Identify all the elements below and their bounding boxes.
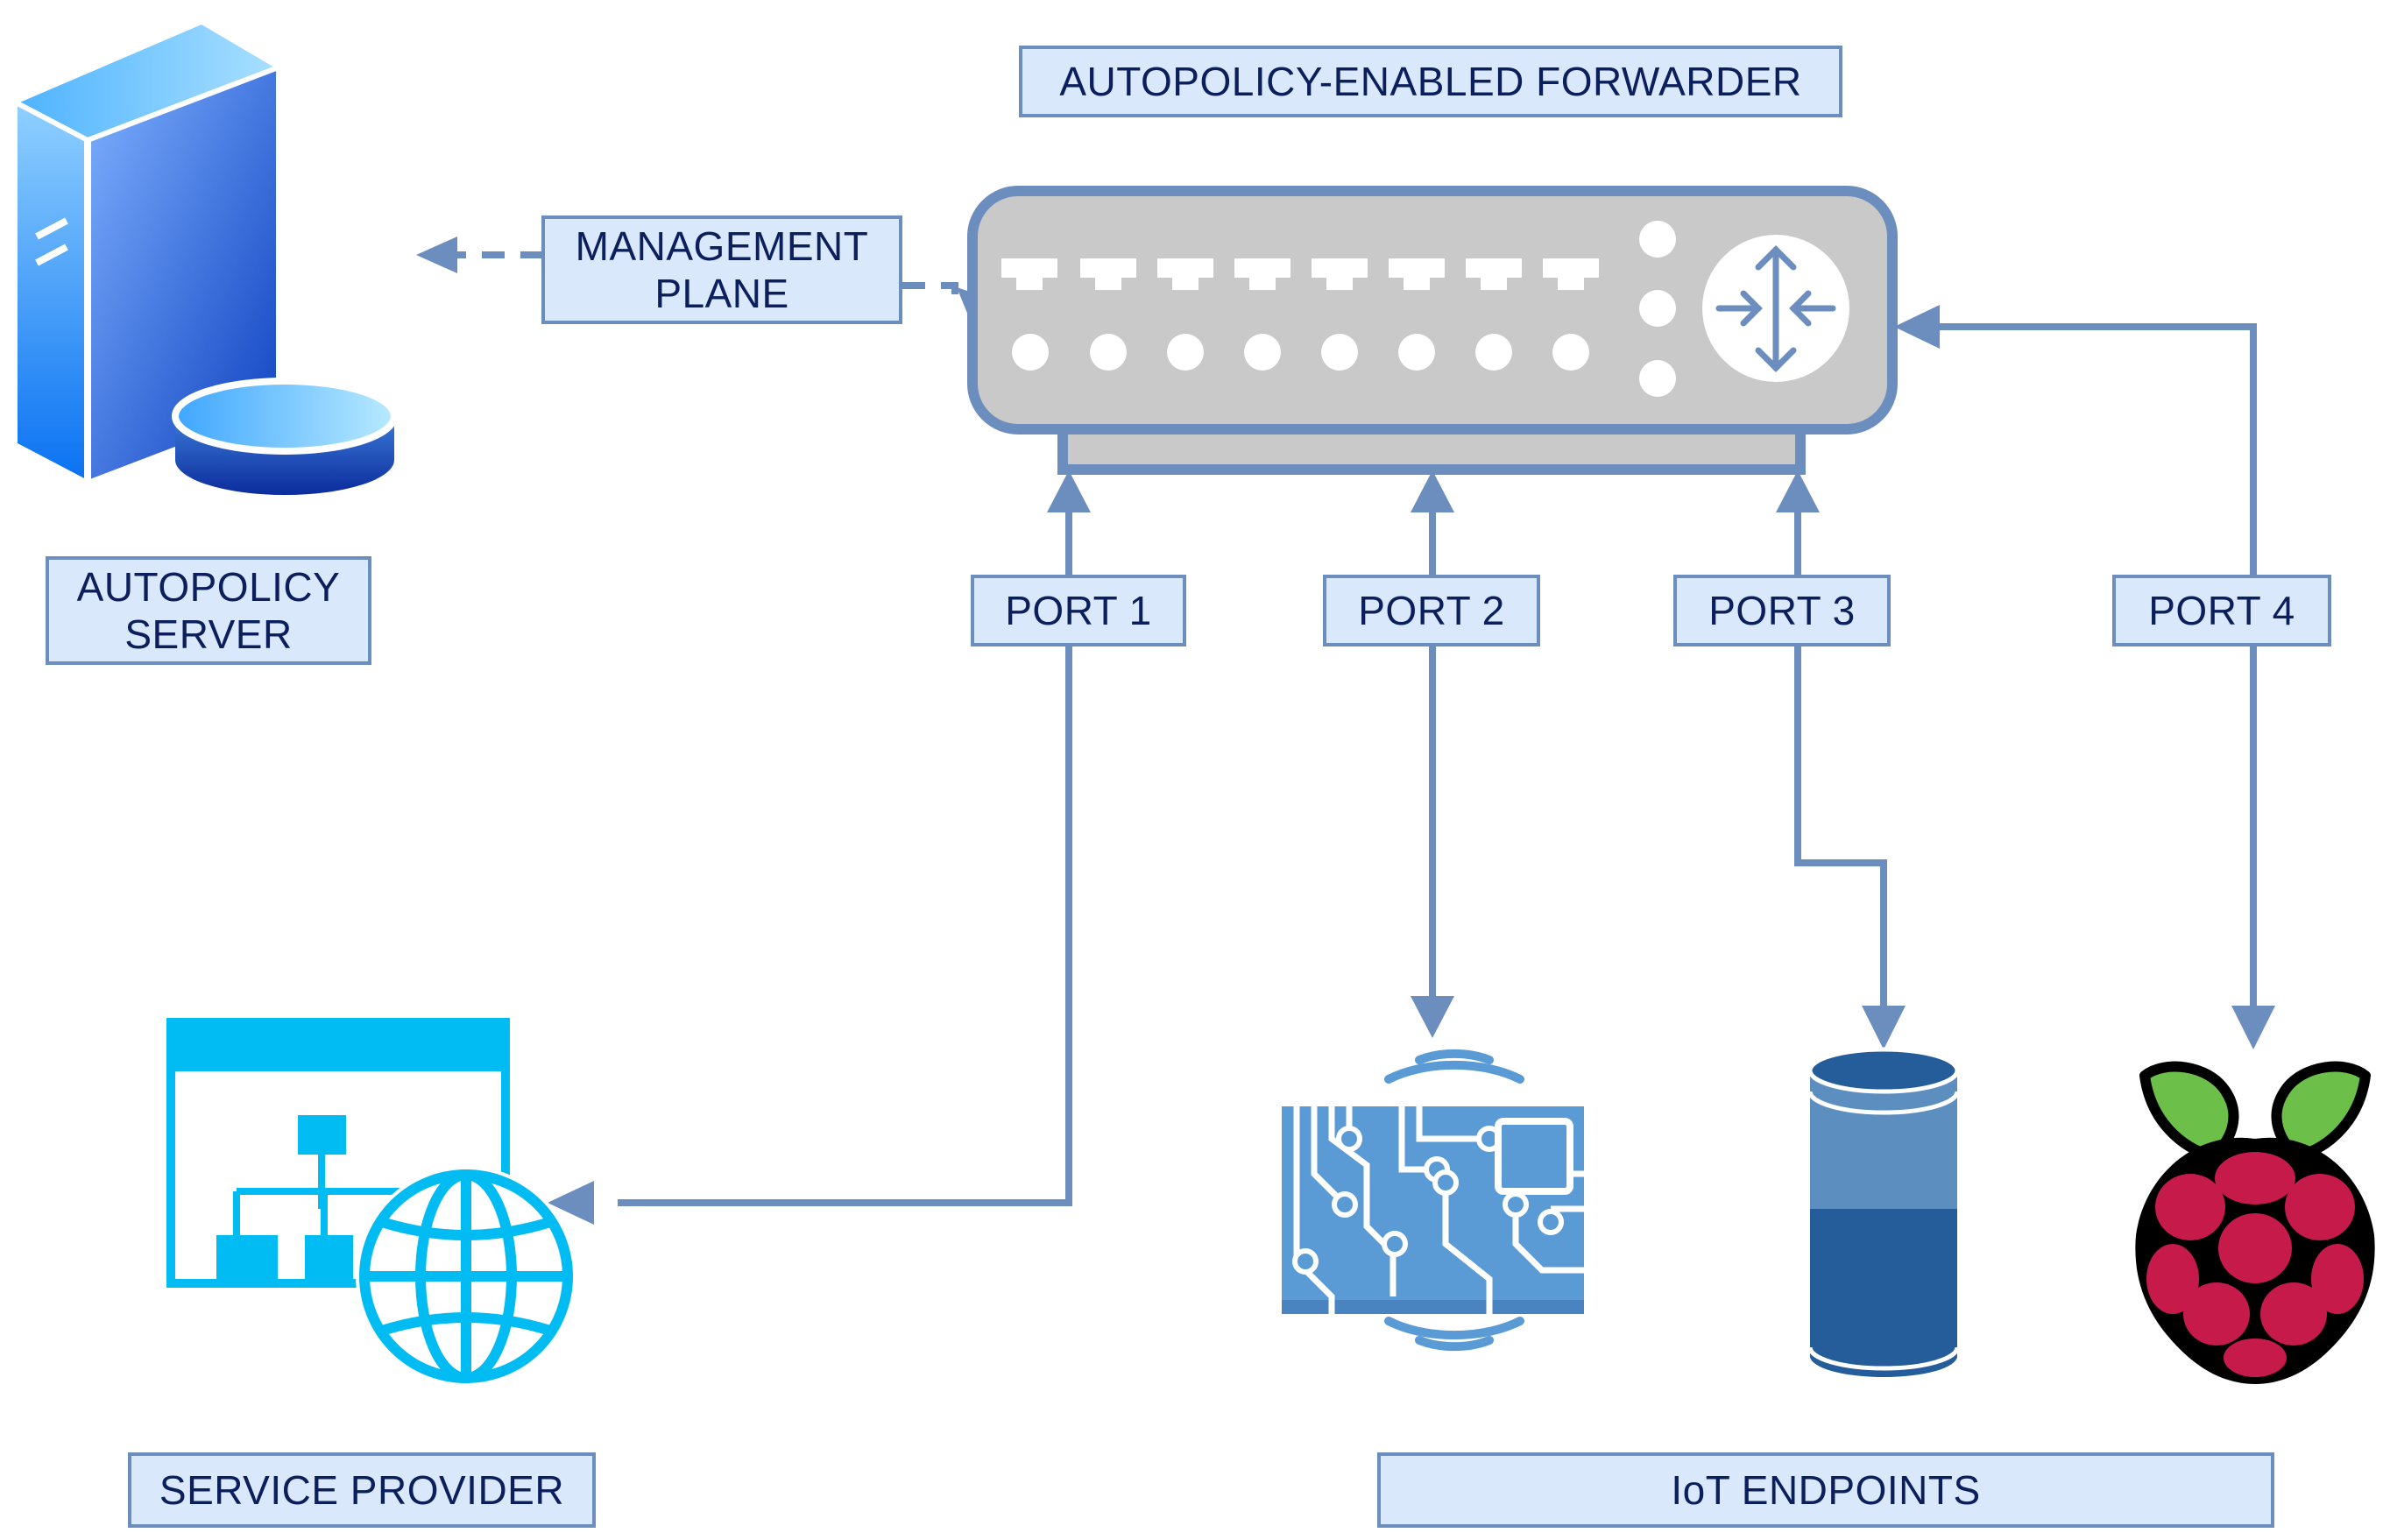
router-arrows-icon: [1715, 245, 1836, 372]
port-1-label: PORT 1: [971, 575, 1186, 646]
management-plane-label: MANAGEMENT PLANE: [541, 215, 902, 324]
iot-endpoints-label: IoT ENDPOINTS: [1377, 1452, 2274, 1528]
forwarder-label-text: AUTOPOLICY-ENABLED FORWARDER: [1059, 59, 1802, 104]
port-1-arrow-left: [548, 1181, 594, 1225]
service-provider-label: SERVICE PROVIDER: [128, 1452, 596, 1528]
port-3-link: [1794, 510, 1887, 1007]
iot-endpoints-label-text: IoT ENDPOINTS: [1671, 1467, 1981, 1513]
service-provider-icon: [166, 1018, 576, 1387]
service-provider-label-text: SERVICE PROVIDER: [159, 1467, 565, 1513]
switch-port-1: [1001, 258, 1057, 290]
port-4-label: PORT 4: [2112, 575, 2331, 646]
switch-port-3: [1157, 258, 1213, 290]
raspberry-pi-icon: [2135, 1061, 2375, 1384]
port-3-label-text: PORT 3: [1708, 588, 1856, 633]
port-connectors: [548, 305, 2275, 1225]
router-switch-icon: [967, 186, 1898, 475]
autopolicy-server-label: AUTOPOLICY SERVER: [46, 556, 371, 665]
port-1-link: [618, 510, 1072, 1206]
iot-board-icon: [1282, 1049, 1584, 1352]
switch-port-8: [1543, 258, 1599, 290]
autopolicy-server-line2: SERVER: [124, 611, 293, 657]
switch-port-5: [1312, 258, 1368, 290]
port-4-link: [1938, 323, 2257, 1007]
switch-port-7: [1466, 258, 1522, 290]
server-icon: [16, 25, 398, 495]
management-plane-line2: PLANE: [654, 271, 789, 316]
port-1-label-text: PORT 1: [1005, 588, 1152, 633]
switch-port-4: [1234, 258, 1290, 290]
port-3-label: PORT 3: [1673, 575, 1891, 646]
port-1-arrow-up: [1047, 470, 1091, 512]
switch-port-2: [1080, 258, 1136, 290]
port-2-label: PORT 2: [1323, 575, 1540, 646]
forwarder-label: AUTOPOLICY-ENABLED FORWARDER: [1019, 46, 1842, 117]
database-icon: [1807, 1047, 1960, 1377]
switch-port-6: [1389, 258, 1445, 290]
port-4-label-text: PORT 4: [2148, 588, 2295, 633]
port-2-label-text: PORT 2: [1358, 588, 1505, 633]
management-plane-line1: MANAGEMENT: [575, 223, 869, 269]
autopolicy-server-line1: AUTOPOLICY: [76, 564, 341, 610]
